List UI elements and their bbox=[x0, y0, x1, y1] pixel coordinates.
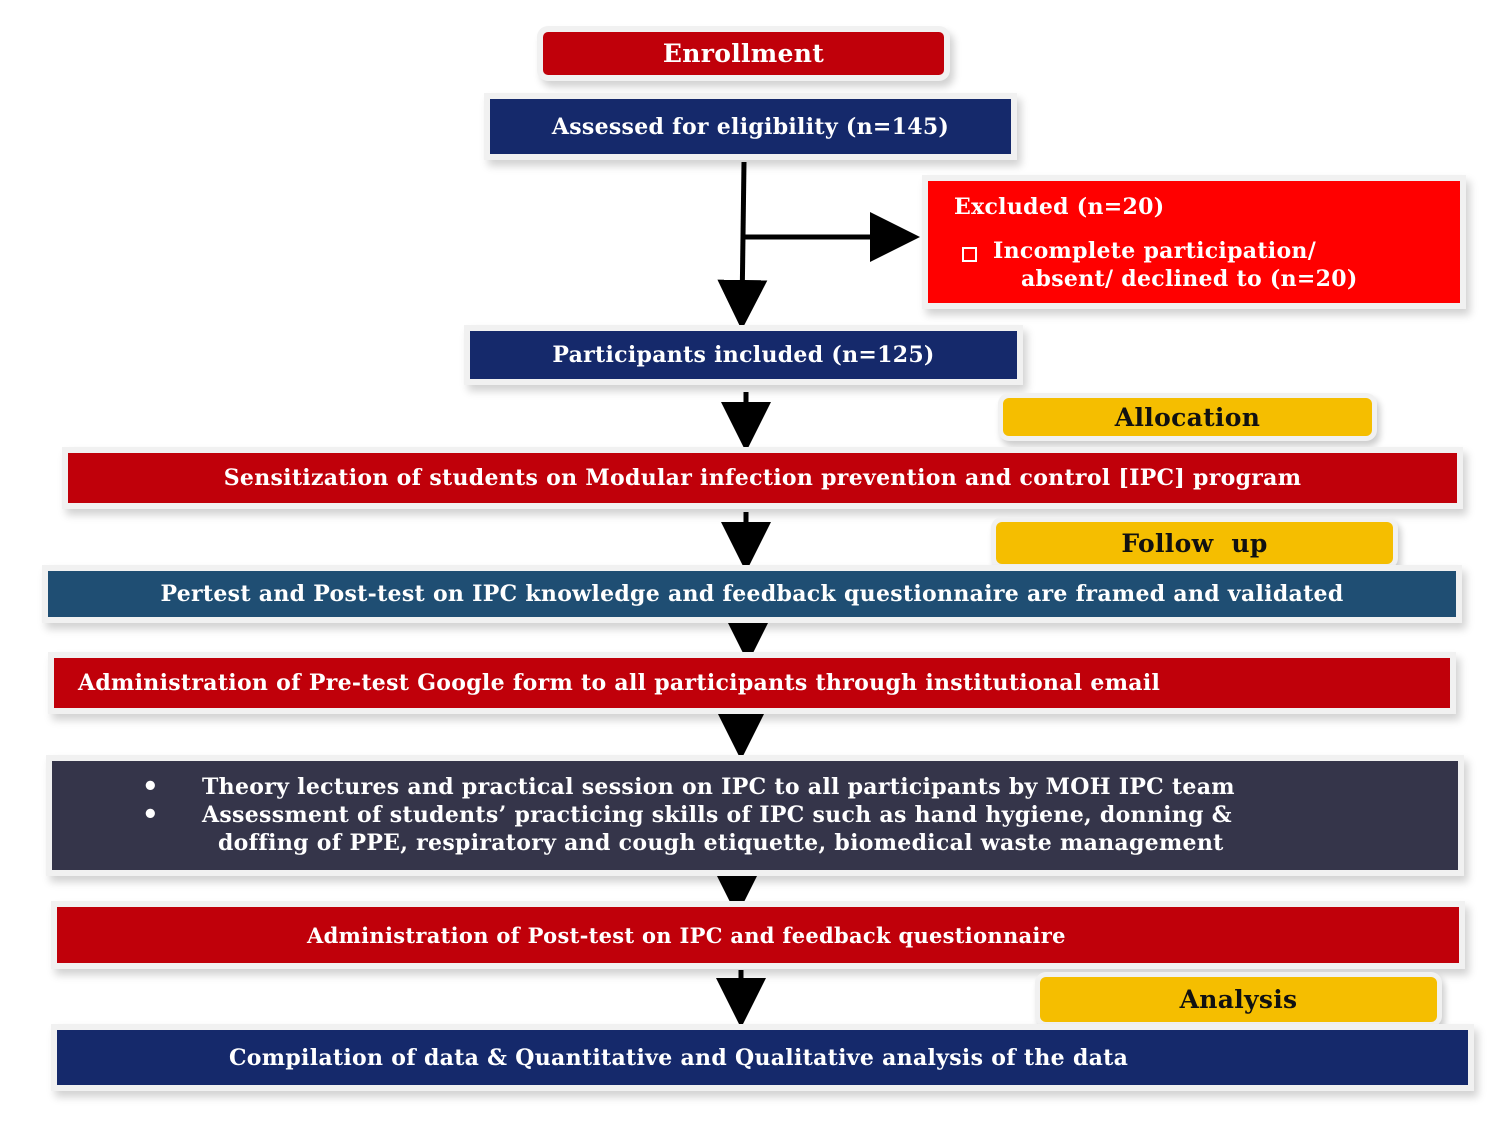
pretest-framing-box: Pertest and Post-test on IPC knowledge a… bbox=[48, 571, 1456, 617]
square-bullet-icon bbox=[962, 247, 977, 262]
assessed-box: Assessed for eligibility (n=145) bbox=[490, 99, 1011, 154]
theory-bullet-list: Theory lectures and practical session on… bbox=[142, 773, 1428, 829]
included-box: Participants included (n=125) bbox=[470, 331, 1017, 379]
excluded-reason-line1: Incomplete participation/ bbox=[993, 238, 1317, 264]
assessed-label: Assessed for eligibility (n=145) bbox=[551, 113, 950, 140]
follow-up-label: Follow up bbox=[1121, 528, 1268, 558]
posttest-box: Administration of Post-test on IPC and f… bbox=[57, 907, 1459, 963]
theory-bullet-2-continuation: doffing of PPE, respiratory and cough et… bbox=[218, 830, 1224, 856]
excluded-reason-line2: absent/ declined to (n=20) bbox=[1021, 266, 1358, 292]
analysis-badge: Analysis bbox=[1040, 977, 1437, 1022]
enrollment-label: Enrollment bbox=[662, 39, 825, 68]
allocation-label: Allocation bbox=[1114, 402, 1261, 432]
arrow-assessed-to-included bbox=[717, 161, 768, 330]
theory-session-box: Theory lectures and practical session on… bbox=[52, 761, 1458, 870]
analysis-label: Analysis bbox=[1179, 985, 1298, 1014]
compilation-label: Compilation of data & Quantitative and Q… bbox=[229, 1044, 1129, 1071]
pretest-admin-box: Administration of Pre-test Google form t… bbox=[54, 658, 1450, 708]
excluded-title: Excluded (n=20) bbox=[954, 194, 1165, 220]
sensitization-label: Sensitization of students on Modular inf… bbox=[223, 465, 1302, 491]
compilation-box: Compilation of data & Quantitative and Q… bbox=[57, 1030, 1468, 1085]
enrollment-box: Enrollment bbox=[543, 32, 944, 75]
included-label: Participants included (n=125) bbox=[552, 342, 935, 368]
follow-up-badge: Follow up bbox=[996, 522, 1393, 564]
theory-bullet-2: Assessment of students’ practicing skill… bbox=[142, 801, 1428, 829]
theory-bullet-1: Theory lectures and practical session on… bbox=[142, 773, 1428, 801]
pretest-admin-label: Administration of Pre-test Google form t… bbox=[78, 670, 1161, 696]
pretest-framing-label: Pertest and Post-test on IPC knowledge a… bbox=[160, 581, 1344, 607]
sensitization-box: Sensitization of students on Modular inf… bbox=[68, 453, 1457, 503]
allocation-badge: Allocation bbox=[1003, 398, 1372, 436]
posttest-label: Administration of Post-test on IPC and f… bbox=[307, 922, 1066, 948]
excluded-box: Excluded (n=20) Incomplete participation… bbox=[928, 181, 1460, 303]
